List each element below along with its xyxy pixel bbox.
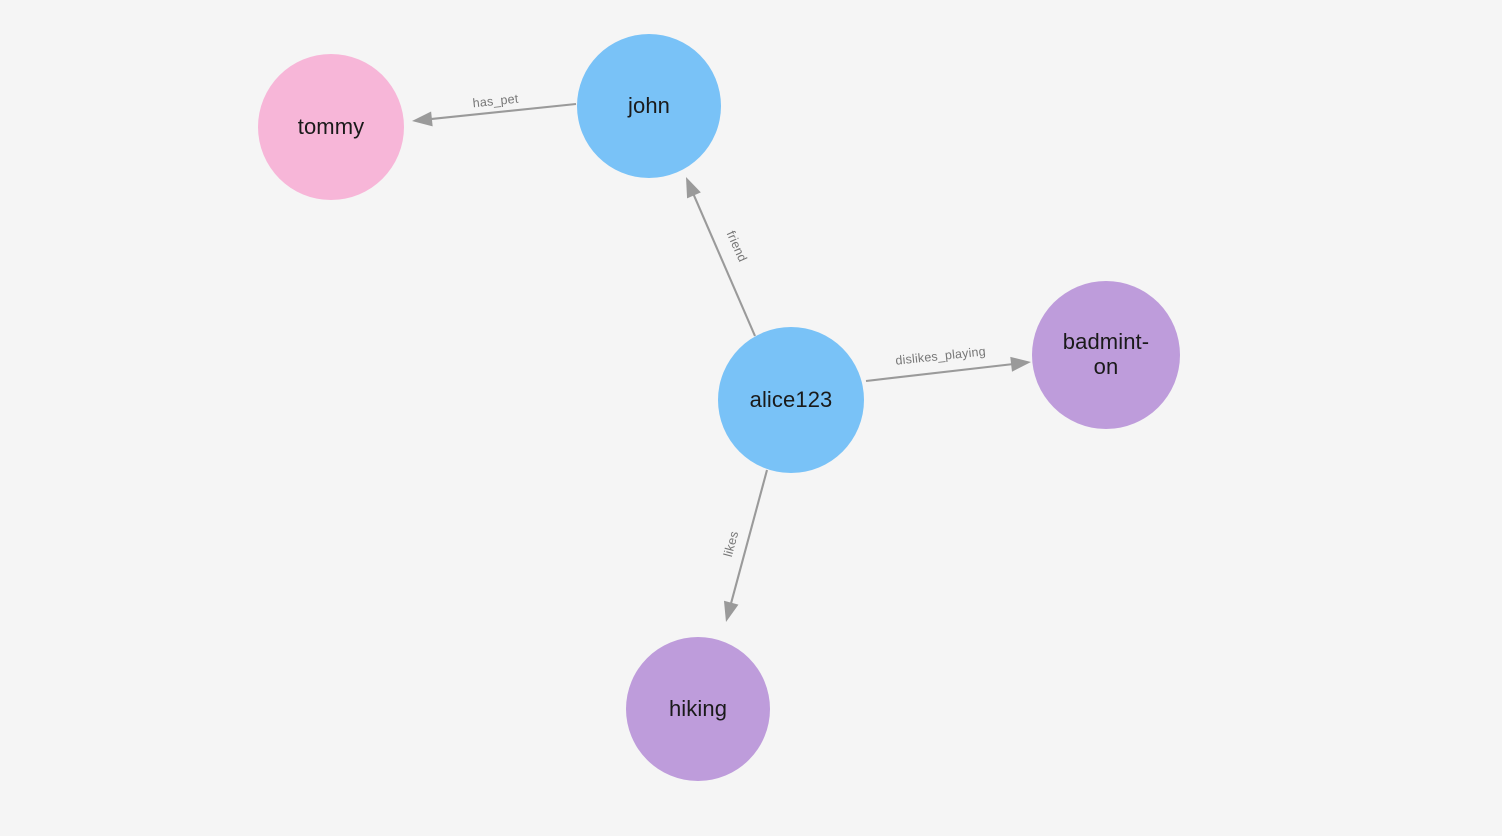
graph-edge[interactable]: friend: [686, 177, 756, 337]
graph-edge[interactable]: dislikes_playing: [865, 344, 1031, 383]
edge-line: [729, 469, 769, 607]
graph-node-alice123[interactable]: alice123: [718, 327, 864, 473]
node-label: john: [628, 92, 670, 118]
node-label: tommy: [297, 113, 365, 139]
edge-line: [865, 362, 1015, 383]
graph-node-badminton[interactable]: badmint- on: [1032, 281, 1180, 429]
edge-label: likes: [721, 530, 741, 559]
graph-node-tommy[interactable]: tommy: [258, 54, 404, 200]
graph-edge[interactable]: likes: [721, 469, 769, 622]
edge-label: has_pet: [472, 92, 519, 111]
edge-label: dislikes_playing: [895, 344, 987, 367]
node-label: hiking: [668, 695, 728, 721]
edge-line: [428, 102, 577, 121]
graph-edge[interactable]: has_pet: [412, 92, 577, 127]
edge-arrowhead-icon: [1010, 356, 1031, 372]
edge-arrowhead-icon: [723, 600, 739, 622]
edge-label: friend: [724, 229, 750, 264]
edge-arrowhead-icon: [686, 177, 701, 199]
graph-node-hiking[interactable]: hiking: [626, 637, 770, 781]
edge-line: [691, 191, 756, 337]
edge-arrowhead-icon: [412, 111, 433, 127]
node-label: alice123: [749, 386, 833, 412]
node-label: badmint- on: [1062, 329, 1150, 379]
graph-node-john[interactable]: john: [577, 34, 721, 178]
